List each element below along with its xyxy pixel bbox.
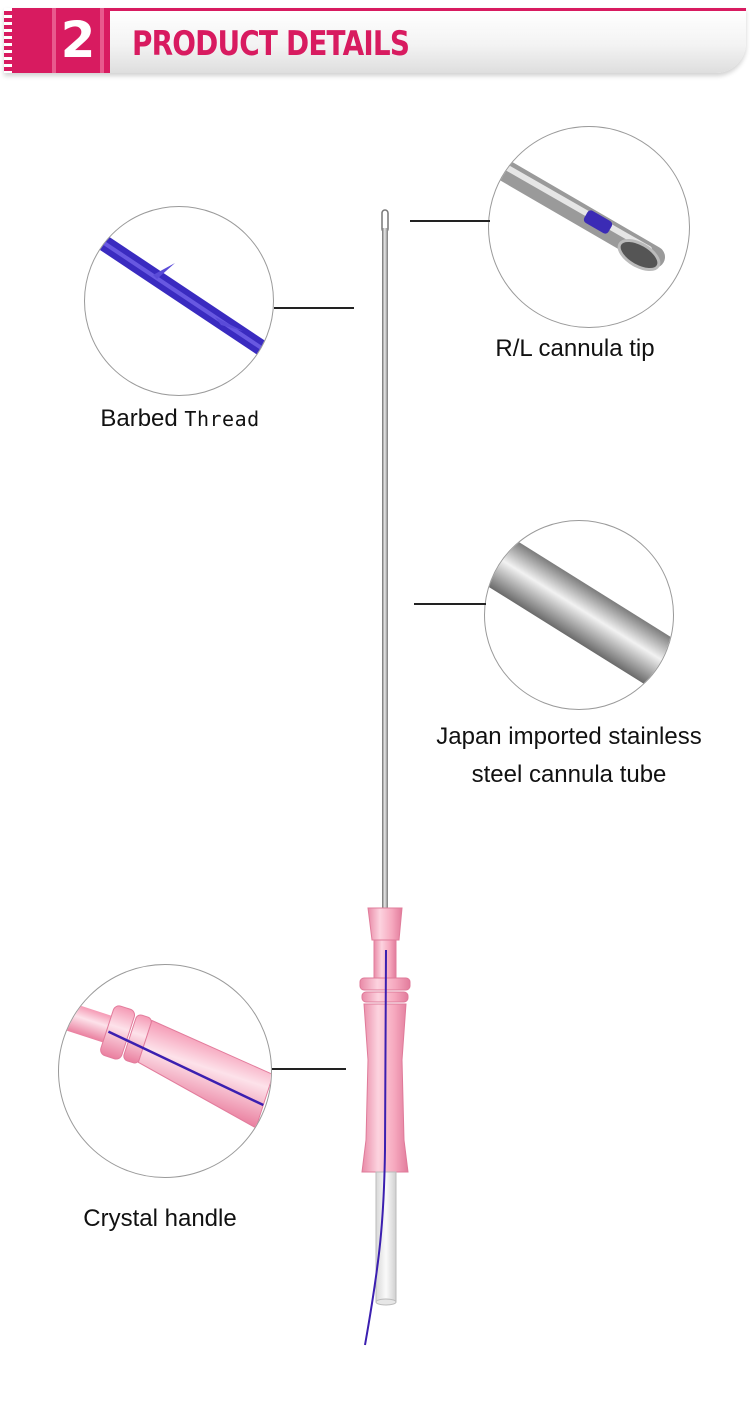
cannula-tip-image <box>489 156 665 272</box>
header-bar <box>4 8 746 73</box>
crystal-handle-leader <box>272 1068 346 1070</box>
barbed-thread-leader <box>274 307 354 309</box>
steel-tube-leader <box>414 603 486 605</box>
crystal-handle-image <box>59 1000 271 1129</box>
cannula-tip-closeup <box>488 126 690 328</box>
thread-word: Thread <box>184 407 260 431</box>
crystal-handle-label: Crystal handle <box>83 1205 237 1232</box>
section-number-badge: 2 <box>4 8 110 73</box>
section-title: PRODUCT DETAILS <box>132 24 410 64</box>
cannula-tip-leader <box>410 220 490 222</box>
steel-tube-image <box>485 529 673 703</box>
section-number: 2 <box>60 11 96 69</box>
steel-tube-label-line1: Japan imported stainless <box>436 723 702 750</box>
section-header: 2 PRODUCT DETAILS <box>0 0 750 82</box>
barbed-thread-label: Barbed Thread <box>60 400 300 438</box>
cannula-tip-label: R/L cannula tip <box>495 335 655 362</box>
steel-tube-label: Japan imported stainless steel cannula t… <box>410 718 728 794</box>
crystal-handle-closeup <box>58 964 272 1178</box>
steel-tube-closeup <box>484 520 674 710</box>
steel-tube-label-line2: steel cannula tube <box>471 761 667 788</box>
barbed-thread-image <box>87 229 273 365</box>
barbed-thread-closeup <box>84 206 274 396</box>
barbed-word: Barbed <box>100 405 178 432</box>
